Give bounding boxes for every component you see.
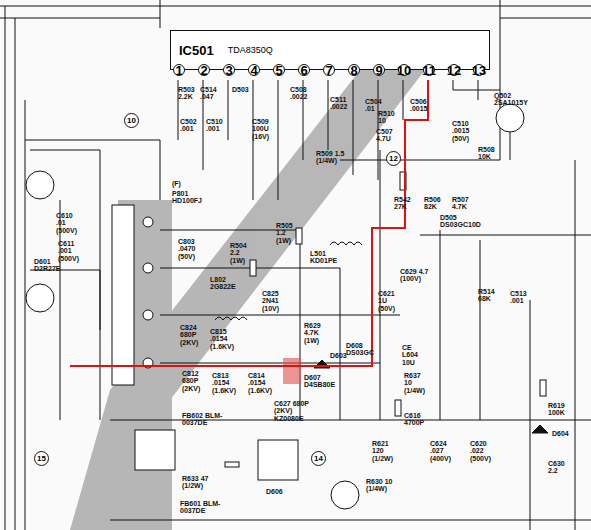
part-label: C803 .0470 (50V) [178, 238, 206, 260]
pin-circle: 6 [298, 64, 310, 76]
part-label: C630 2.2 [548, 460, 568, 475]
pin-circle: 12 [448, 64, 460, 76]
ic-box: IC501TDA8350Q12345678910111213 [170, 30, 490, 70]
part-label: R621 120 (1/2W) [372, 440, 400, 462]
part-label: FB601 BLM-0037DE [180, 500, 222, 515]
callout-number: 14 [314, 454, 323, 463]
part-label: R619 100K [548, 402, 570, 417]
part-label: C812 680P (2KV) [182, 370, 210, 392]
part-label: C815 .0154 (1.6KV) [210, 328, 242, 350]
part-label: R509 1.5 (1/4W) [316, 150, 346, 165]
pin-circle: 3 [223, 64, 235, 76]
part-label: D608 DS03GC [346, 342, 374, 357]
pin-circle: 9 [373, 64, 385, 76]
part-label: D503 [232, 86, 252, 93]
part-label: D606 [266, 488, 286, 495]
part-label: C627 680P (2KV) KZ0080E [274, 400, 320, 422]
callout-number: 8 [350, 63, 357, 78]
part-label: C616 4700P [404, 412, 430, 427]
part-label: D505 DS03GC10D [440, 214, 482, 229]
part-label: C511 .0022 [330, 96, 354, 111]
part-label: FB602 BLM-0037DE [182, 412, 224, 427]
part-label: C502 .001 [180, 118, 202, 133]
part-label: C506 .0015 [410, 98, 434, 113]
part-label: C825 2N41 (10V) [262, 290, 292, 312]
part-label: C620 .022 (500V) [470, 440, 498, 462]
part-label: R542 27K [394, 196, 416, 211]
callout-circle: 14 [311, 451, 326, 466]
part-label: D601 D2R27E [34, 258, 64, 273]
callout-number: 12 [447, 63, 461, 78]
part-label: R637 10 (1/4W) [404, 372, 430, 394]
part-label: R510 10 [378, 110, 398, 125]
ic-label: TDA8350Q [228, 45, 273, 55]
pin-circle: 1 [173, 64, 185, 76]
callout-number: 2 [200, 63, 207, 78]
part-label: C824 680P (2KV) [180, 324, 208, 346]
part-label: C514 .047 [200, 86, 222, 101]
callout-number: 4 [250, 63, 257, 78]
callout-number: 15 [37, 454, 46, 463]
pin-circle: 10 [398, 64, 410, 76]
callout-number: 3 [225, 63, 232, 78]
part-label: C510 .0015 (50V) [452, 120, 478, 142]
callout-number: 12 [389, 154, 398, 163]
part-label: C611 .001 (500V) [58, 240, 88, 262]
part-label: C621 1U (50V) [378, 290, 404, 312]
part-label: C507 4.7U [376, 128, 398, 143]
part-label: L501 KD01PE [310, 250, 338, 265]
part-label: P801 HD100FJ [172, 190, 206, 205]
part-label: C610 .01 (500V) [56, 212, 84, 234]
part-label: C814 .0154 (1.6KV) [248, 372, 280, 394]
pin-circle: 11 [423, 64, 435, 76]
pin-circle: 8 [348, 64, 360, 76]
callout-number: 5 [275, 63, 282, 78]
callout-circle: 15 [34, 451, 49, 466]
callout-number: 6 [300, 63, 307, 78]
part-label: Q502 2SA1015Y [494, 92, 540, 107]
part-label: D607 D4SB80E [304, 374, 340, 389]
part-label: R629 4.7K (1W) [304, 322, 330, 344]
pin-circle: 13 [473, 64, 485, 76]
callout-number: 1 [175, 63, 182, 78]
ic-label: IC501 [179, 43, 214, 58]
callout-number: 10 [397, 63, 411, 78]
part-label: R630 10 (1/4W) [366, 478, 394, 493]
part-label: C813 .0154 (1.6KV) [212, 372, 244, 394]
part-label: D604 [552, 430, 570, 437]
part-label: C509 100U (16V) [252, 118, 278, 140]
part-label: C508 .0022 [290, 86, 314, 101]
callout-number: 9 [375, 63, 382, 78]
part-label: R505 1.2 (1W) [276, 222, 300, 244]
part-label: R508 10K [478, 146, 500, 161]
part-label: C629 4.7 (100V) [400, 268, 430, 283]
part-label: R504 2.2 (1W) [230, 242, 252, 264]
part-label: C510 .001 [206, 118, 228, 133]
part-label: CE L604 10U [402, 344, 426, 366]
callout-number: 13 [472, 63, 486, 78]
highlight-trace [70, 80, 428, 384]
callout-number: 11 [422, 63, 436, 78]
part-label: R506 82K [424, 196, 446, 211]
pin-circle: 5 [273, 64, 285, 76]
part-label: R503 2.2K [178, 86, 200, 101]
part-label: (F) [172, 180, 186, 187]
callout-circle: 12 [386, 151, 401, 166]
callout-number: 10 [127, 116, 136, 125]
callout-number: 7 [325, 63, 332, 78]
callout-circle: 10 [124, 113, 139, 128]
part-label: R514 68K [478, 288, 502, 303]
part-label: C513 .001 [510, 290, 534, 305]
pin-circle: 7 [323, 64, 335, 76]
component-symbols [26, 104, 548, 509]
part-label: C624 .027 (400V) [430, 440, 460, 462]
pin-circle: 2 [198, 64, 210, 76]
pin-circle: 4 [248, 64, 260, 76]
part-label: R507 4.7K [452, 196, 476, 211]
part-label: L802 2G822E [210, 276, 238, 291]
part-label: R633 47 (1/2W) [182, 475, 210, 490]
